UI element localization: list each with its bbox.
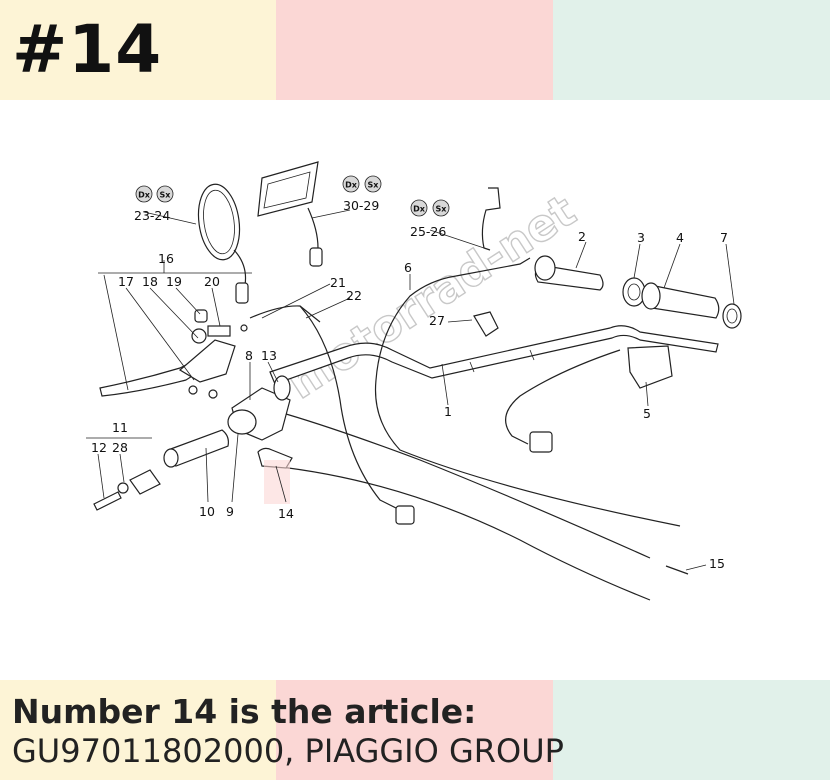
sx-badge-label: Sx xyxy=(160,191,172,200)
label-8: 8 xyxy=(245,348,253,363)
part-14-highlight xyxy=(257,447,293,504)
left-grip-switch-drawing xyxy=(93,375,291,511)
label-19: 19 xyxy=(166,274,182,289)
label-20: 20 xyxy=(204,274,220,289)
part-labels: 23-24 30-29 25-26 16 17 18 19 20 21 22 6… xyxy=(91,198,728,571)
label-18: 18 xyxy=(142,274,158,289)
label-1: 1 xyxy=(444,404,452,419)
label-6: 6 xyxy=(404,260,412,275)
brake-lever-drawing xyxy=(99,309,248,399)
label-16: 16 xyxy=(158,251,174,266)
throttle-grip-drawing xyxy=(473,255,742,453)
label-28: 28 xyxy=(112,440,128,455)
label-30-29: 30-29 xyxy=(343,198,379,213)
label-22: 22 xyxy=(346,288,362,303)
label-11: 11 xyxy=(112,420,128,435)
side-badges: Dx Sx Dx Sx Dx Sx xyxy=(135,175,450,217)
label-17: 17 xyxy=(118,274,134,289)
label-13: 13 xyxy=(261,348,277,363)
sx-badge-label: Sx xyxy=(436,205,448,214)
label-12: 12 xyxy=(91,440,107,455)
dx-badge-label: Dx xyxy=(413,205,426,214)
dx-badge-label: Dx xyxy=(345,181,358,190)
label-9: 9 xyxy=(226,504,234,519)
label-27: 27 xyxy=(429,313,445,328)
cables-drawing xyxy=(249,257,689,601)
sx-badge-label: Sx xyxy=(368,181,380,190)
label-3: 3 xyxy=(637,230,645,245)
label-25-26: 25-26 xyxy=(410,224,446,239)
label-4: 4 xyxy=(676,230,684,245)
caption-heading: Number 14 is the article: xyxy=(12,692,477,731)
dx-badge-label: Dx xyxy=(138,191,151,200)
label-7: 7 xyxy=(720,230,728,245)
label-2: 2 xyxy=(578,229,586,244)
label-10: 10 xyxy=(199,504,215,519)
part-number-badge: #14 xyxy=(12,11,163,88)
label-5: 5 xyxy=(643,406,651,421)
label-23-24: 23-24 xyxy=(134,208,170,223)
label-15: 15 xyxy=(709,556,725,571)
footer-color-band xyxy=(0,680,830,780)
exploded-parts-diagram: motorrad-net xyxy=(86,161,742,601)
mirrors-drawing xyxy=(197,161,501,304)
label-14: 14 xyxy=(278,506,294,521)
leader-lines xyxy=(86,209,735,571)
caption-article-number: GU97011802000, PIAGGIO GROUP xyxy=(12,732,564,770)
label-21: 21 xyxy=(330,275,346,290)
header-color-band xyxy=(0,0,830,100)
